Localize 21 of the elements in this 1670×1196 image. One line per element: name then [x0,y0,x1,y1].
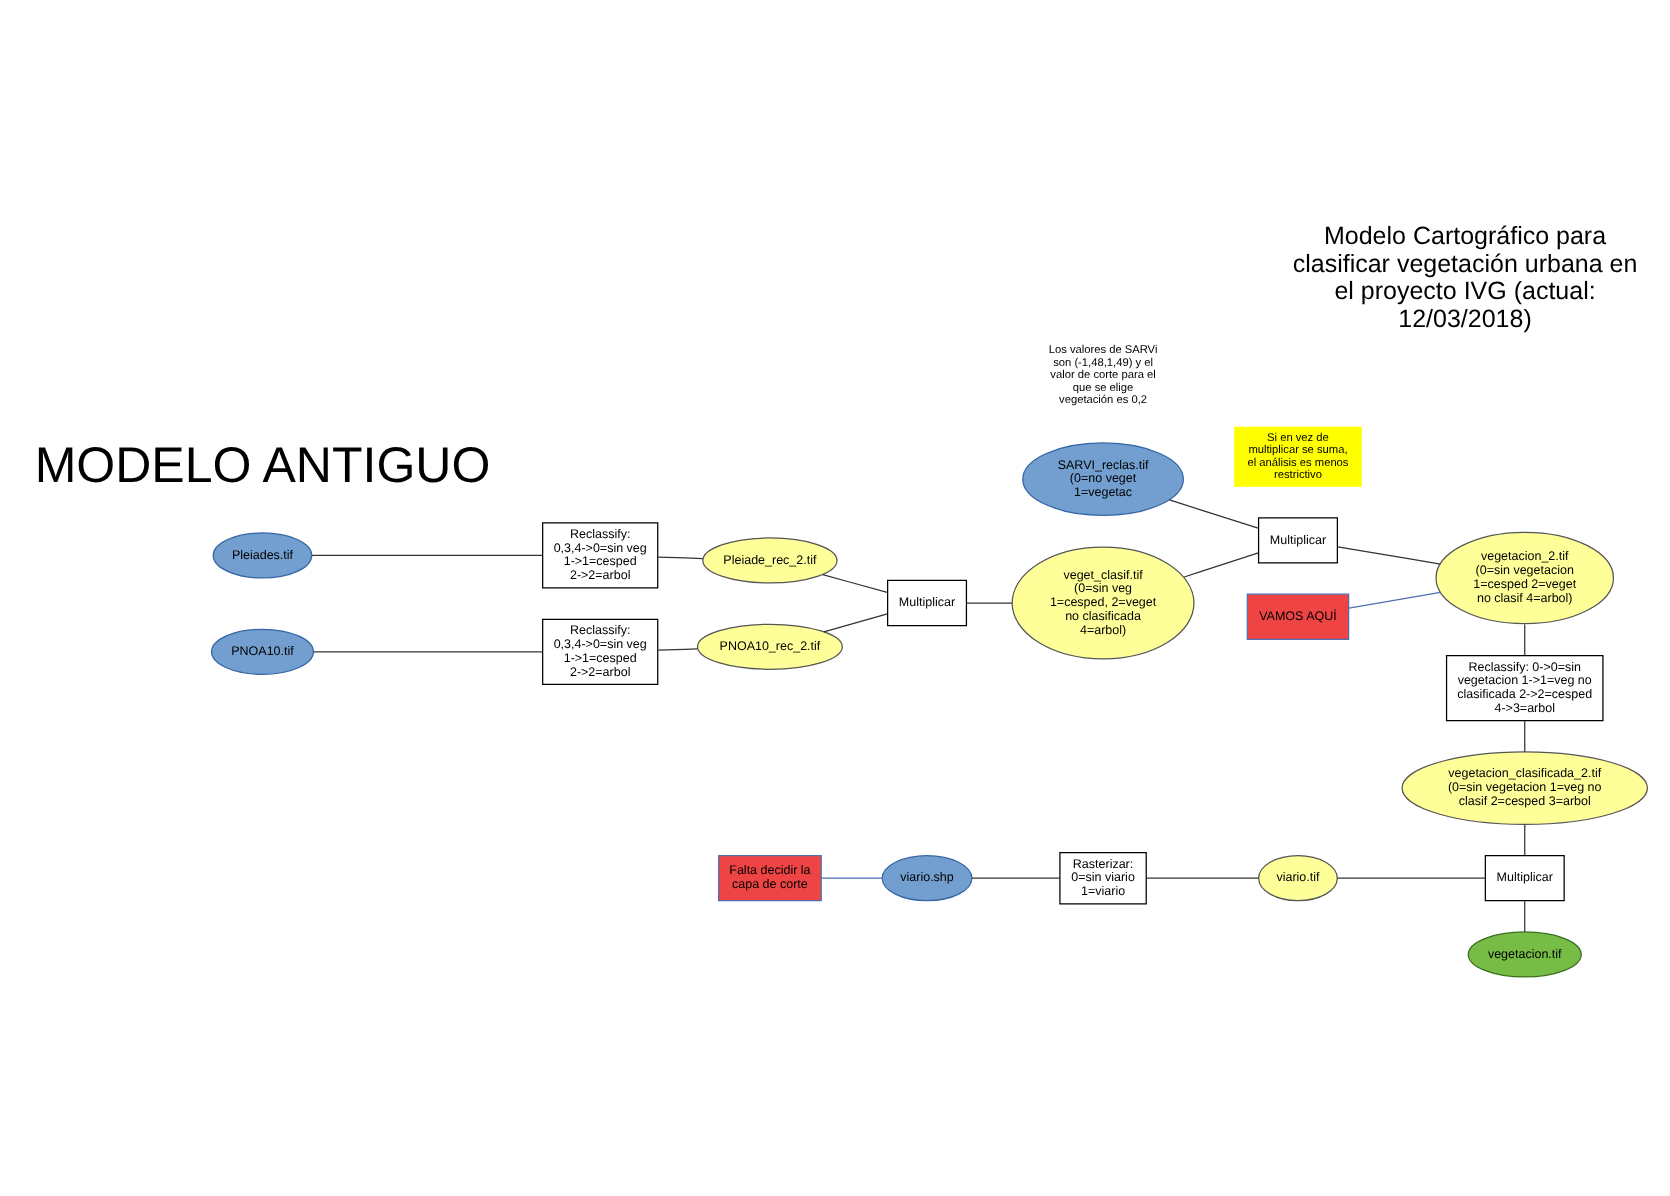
connector [1183,552,1259,578]
connector [820,877,883,879]
connector [1524,720,1526,753]
connector [657,556,704,560]
connector [311,554,543,557]
diagram-title: Modelo Cartográfico para clasificar vegetación urbana en el proyecto IVG (actual: 12/03/2018) [1292,222,1638,333]
connector [1524,623,1526,656]
connector [823,613,888,633]
connector [822,574,888,594]
connector [971,877,1061,879]
connector [966,602,1013,604]
connector [312,651,543,653]
connector [657,648,699,651]
connector [1348,591,1441,609]
connector [1336,877,1486,879]
label: MODELO ANTIGUO [34,437,491,494]
connector [1145,877,1260,879]
connector [1337,546,1442,565]
connector [1524,900,1526,933]
connector [1524,824,1526,856]
connector [1168,499,1259,529]
